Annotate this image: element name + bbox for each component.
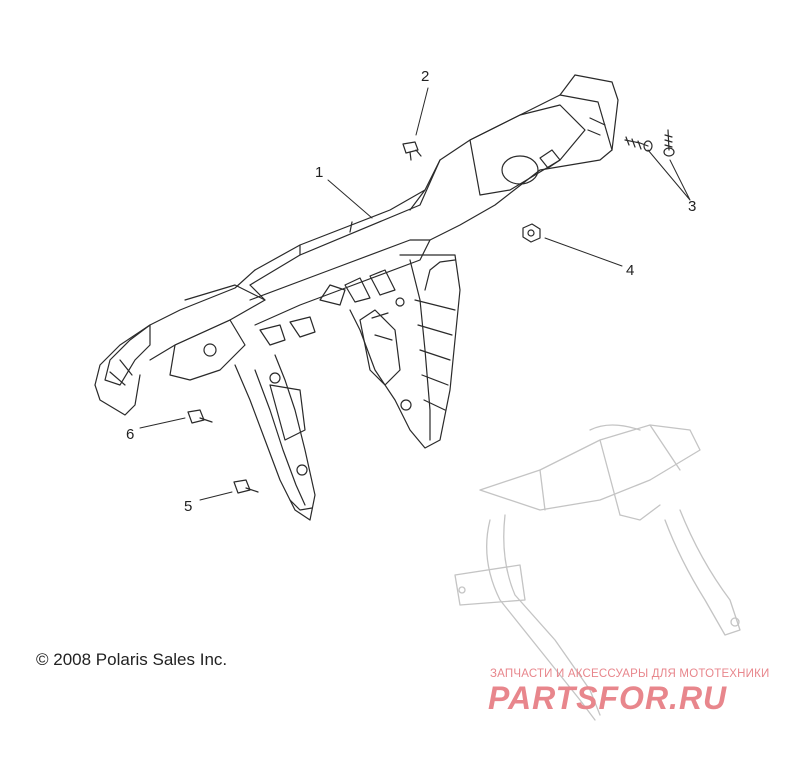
leader-lines bbox=[139, 87, 691, 501]
copyright-text: © 2008 Polaris Sales Inc. bbox=[36, 650, 228, 669]
context-frame-ghost bbox=[454, 424, 741, 721]
callout-6: 6 bbox=[126, 426, 135, 443]
part-3-screw bbox=[624, 136, 653, 152]
part-4-nut bbox=[522, 223, 541, 243]
part-2-push-pin bbox=[402, 141, 422, 161]
callout-3: 3 bbox=[688, 198, 697, 215]
callout-4: 4 bbox=[626, 262, 635, 279]
part-5-push-pin bbox=[233, 479, 259, 494]
part-3-screw-2 bbox=[663, 129, 675, 157]
callout-2: 2 bbox=[421, 68, 430, 85]
callout-5: 5 bbox=[184, 498, 193, 515]
watermark-subtitle: ЗАПЧАСТИ И АКСЕССУАРЫ ДЛЯ МОТОТЕХНИКИ bbox=[490, 668, 770, 680]
callout-1: 1 bbox=[315, 164, 324, 181]
part-6-push-pin bbox=[187, 409, 213, 424]
watermark-logo: PARTSFOR.RU bbox=[488, 680, 728, 716]
main-bracket bbox=[94, 74, 619, 521]
